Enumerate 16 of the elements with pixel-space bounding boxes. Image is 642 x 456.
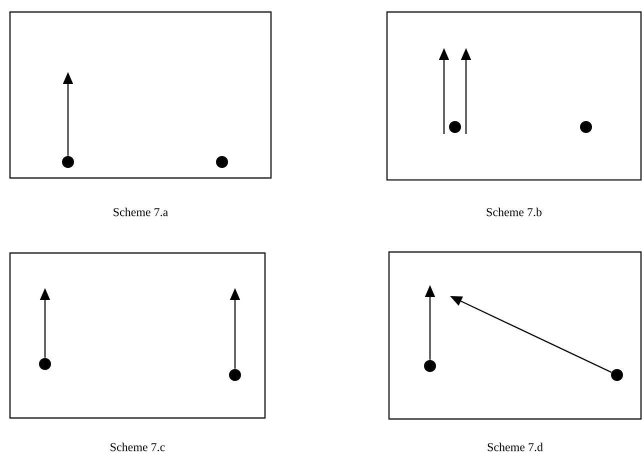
dot — [424, 360, 436, 372]
dot — [62, 156, 74, 168]
dot — [216, 156, 228, 168]
dot — [580, 121, 592, 133]
dot — [449, 121, 461, 133]
dot — [229, 369, 241, 381]
dot — [611, 369, 623, 381]
node-label: Scheme 7.b — [486, 208, 542, 216]
node-label: Scheme 7.a — [114, 208, 168, 216]
panel-box — [9, 11, 272, 179]
panel-box — [386, 11, 642, 181]
node-label: Scheme 7.c — [110, 442, 165, 452]
panel-box — [9, 252, 266, 419]
node-label: Scheme 7.d — [488, 442, 543, 452]
dot — [39, 358, 51, 370]
panel-box — [388, 251, 642, 420]
